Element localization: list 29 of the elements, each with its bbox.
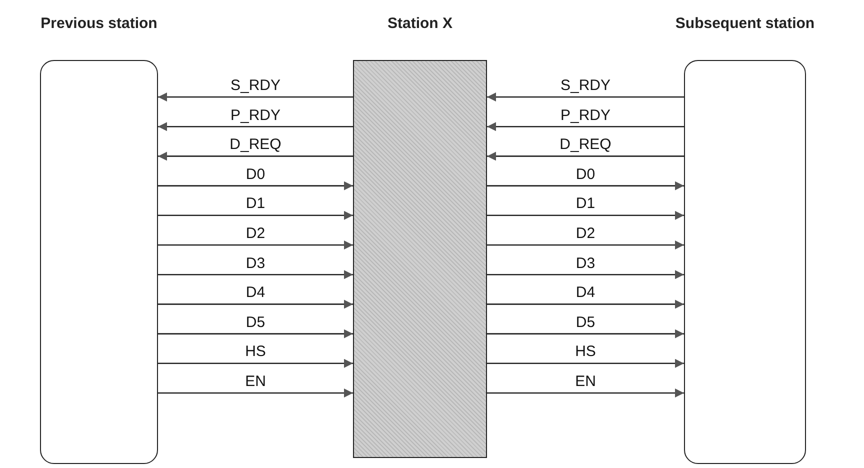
signal-arrow: [487, 358, 684, 368]
signal-arrow: [487, 210, 684, 220]
signal-arrow: [158, 300, 353, 309]
signal-arrow: [487, 92, 684, 102]
station-title: Station X: [388, 15, 452, 32]
signal-label: D_REQ: [228, 137, 284, 154]
signal-arrow: [158, 181, 353, 190]
signal-arrow: [487, 240, 684, 250]
signal-arrow: [487, 122, 684, 132]
signal-label: D_REQ: [558, 137, 614, 154]
signal-arrow: [158, 152, 353, 161]
signal-arrow: [158, 122, 353, 132]
signal-arrow: [158, 210, 353, 220]
signal-arrow: [487, 300, 684, 309]
signal-arrow: [487, 181, 684, 190]
signal-arrow: [158, 92, 353, 102]
signal-arrow: [158, 329, 353, 338]
signal-arrow: [158, 358, 353, 368]
station-title: Previous station: [40, 15, 158, 32]
signal-arrow: [487, 270, 684, 280]
signal-arrow: [487, 329, 684, 338]
signal-arrow: [158, 388, 353, 398]
signal-arrow: [487, 152, 684, 161]
signal-arrow: [487, 388, 684, 398]
station-title: Subsequent station: [675, 15, 815, 32]
signal-arrow: [158, 270, 353, 280]
signal-label: S_RDY: [228, 78, 283, 94]
signal-label: S_RDY: [558, 78, 613, 94]
signal-arrow: [158, 240, 353, 250]
